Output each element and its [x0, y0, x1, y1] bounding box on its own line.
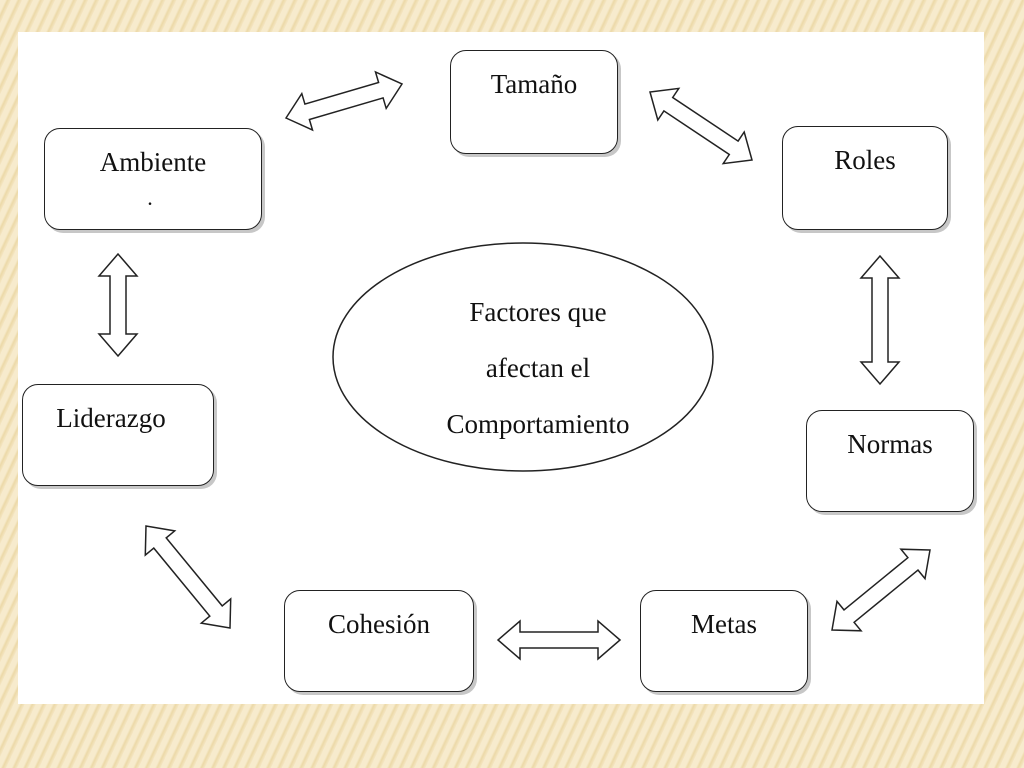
center-line-1: Factores que [469, 297, 607, 327]
node-cohesion-label: Cohesión [327, 609, 430, 639]
node-normas: Normas [806, 410, 974, 512]
center-line-3: Comportamiento [446, 409, 630, 439]
arrow-metas-cohesion [496, 619, 622, 661]
node-cohesion: Cohesión [284, 590, 474, 692]
center-label: Factores que afectan el Comportamiento [348, 284, 728, 452]
connector-layer [97, 70, 931, 661]
node-liderazgo-label: Liderazgo [56, 403, 166, 433]
node-liderazgo: Liderazgo [22, 384, 214, 486]
node-ambiente: Ambiente . [44, 128, 262, 230]
node-normas-label: Normas [847, 429, 933, 459]
arrow-normas-metas [831, 548, 931, 632]
node-tamano-label: Tamaño [490, 69, 578, 99]
node-ambiente-mark: . [147, 185, 153, 210]
arrow-tamano-roles [649, 87, 753, 165]
node-ambiente-label: Ambiente [99, 147, 207, 177]
node-metas-label: Metas [691, 609, 757, 639]
arrow-roles-normas [859, 254, 901, 386]
center-line-2: afectan el [485, 353, 591, 383]
arrow-ambiente-tamano [284, 70, 404, 132]
arrow-liderazgo-ambiente [97, 252, 139, 358]
node-metas: Metas [640, 590, 808, 692]
node-roles-label: Roles [834, 145, 896, 175]
node-tamano: Tamaño [450, 50, 618, 154]
arrows-group [97, 70, 931, 661]
center-ellipse [332, 242, 714, 472]
arrow-cohesion-liderazgo [144, 525, 232, 629]
node-roles: Roles [782, 126, 948, 230]
diagram-slide: Factores que afectan el Comportamiento T… [18, 32, 984, 704]
